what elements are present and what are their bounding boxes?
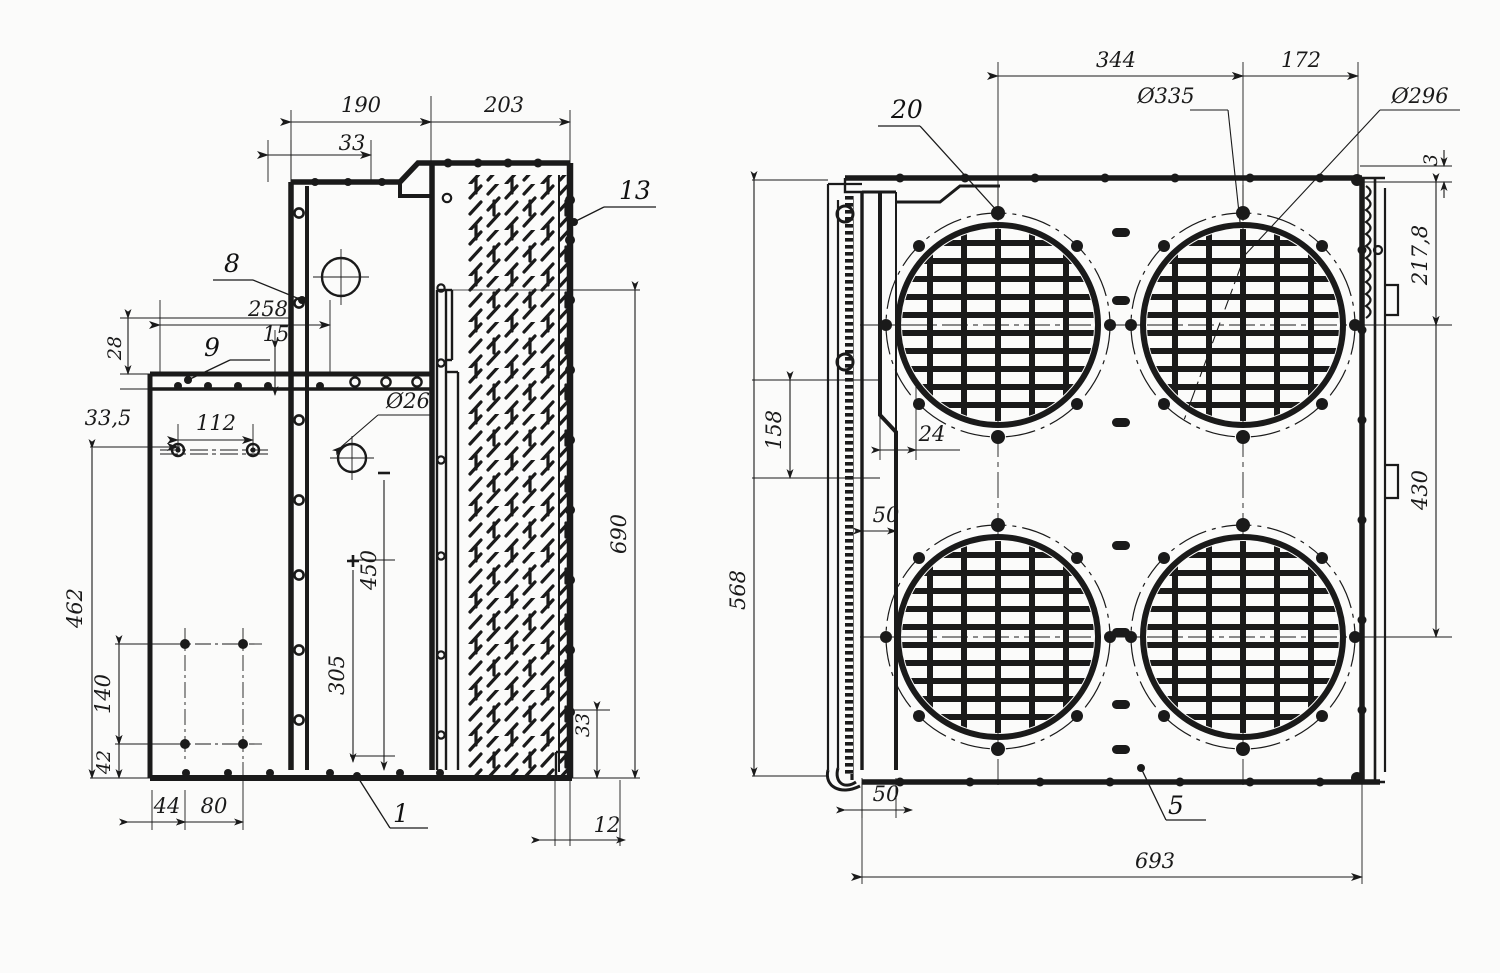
- dim-190-label: 190: [341, 93, 381, 117]
- right-front-view: 344 172 3 217,8 430 158 568 24: [726, 48, 1460, 884]
- dim-dia26-label: Ø26: [385, 389, 430, 413]
- dim-24-label: 24: [918, 422, 946, 446]
- left-hole-dia26: [330, 414, 430, 480]
- left-panel-holes: [441, 192, 453, 204]
- right-frame-rivets: [895, 173, 1367, 787]
- dim-693-label: 693: [1135, 849, 1175, 873]
- dim-140-label: 140: [91, 674, 115, 714]
- left-side-view: 190 203 33 258 15 28 33,5 112 462: [63, 93, 656, 846]
- dim-80-label: 80: [201, 794, 228, 818]
- left-upper-bracket: [288, 160, 435, 770]
- left-rail-holes: [293, 207, 305, 726]
- dim-305-450: [347, 471, 390, 771]
- dim-190-203: [257, 118, 571, 159]
- left-inner-strips: [435, 288, 460, 770]
- balloon-1-label: 1: [393, 799, 409, 828]
- right-side-coil-fins: [1364, 185, 1384, 319]
- left-bolt-pattern: [168, 628, 262, 760]
- dim-305-label: 305: [325, 655, 349, 695]
- right-balloons: 20 5 Ø335 Ø296: [878, 84, 1460, 821]
- dim-450-label: 450: [357, 550, 381, 591]
- dim-33-5-112: [100, 436, 254, 451]
- left-round-hole-upper: [313, 249, 369, 305]
- dim-203-label: 203: [483, 93, 524, 117]
- balloon-20-label: 20: [890, 95, 923, 124]
- balloon-8-label: 8: [224, 249, 240, 278]
- dim-33-top-label: 33: [339, 131, 366, 155]
- fan-bottom-left: [880, 518, 1116, 756]
- dim-50-lower-label: 50: [873, 782, 900, 806]
- dim-dia335-label: Ø335: [1136, 84, 1194, 108]
- left-balloons: 13 8 9 1: [184, 176, 656, 829]
- left-right-wall: [432, 160, 574, 778]
- dim-344-label: 344: [1096, 48, 1136, 72]
- dim-568-label: 568: [726, 570, 750, 610]
- dim-430-label: 430: [1408, 470, 1432, 511]
- balloon-5-label: 5: [1168, 791, 1184, 820]
- left-strip-holes: [436, 283, 446, 740]
- left-louvre-panel: [466, 175, 570, 775]
- dim-33-bottom-label: 33: [572, 713, 594, 737]
- dim-217-8-label: 217,8: [1408, 225, 1432, 286]
- dim-15-label: 15: [263, 322, 290, 346]
- dim-3-2178-430: [1432, 150, 1448, 638]
- right-coil-eyelets: [835, 204, 855, 372]
- left-shelf-rivets: [174, 382, 324, 390]
- dim-3-label: 3: [1420, 154, 1442, 166]
- dim-12-label: 12: [594, 813, 621, 837]
- dim-690: [593, 281, 639, 779]
- dim-462-label: 462: [63, 588, 87, 629]
- dim-50-pair: [836, 527, 913, 814]
- dim-258-label: 258: [247, 297, 288, 321]
- dim-112-label: 112: [196, 411, 236, 435]
- dim-172-label: 172: [1281, 48, 1321, 72]
- balloon-13-label: 13: [619, 176, 651, 205]
- right-left-coil: [825, 182, 864, 792]
- dim-690-label: 690: [607, 514, 631, 554]
- dim-158-label: 158: [762, 410, 786, 450]
- fan-bottom-right: [1125, 518, 1361, 756]
- dim-28-label: 28: [104, 336, 126, 361]
- dim-dia296-label: Ø296: [1390, 84, 1448, 108]
- left-shelf-holes: [349, 376, 423, 388]
- dim-158-568: [750, 171, 794, 777]
- left-bolt-pair-112: [160, 442, 272, 458]
- dim-42-label: 42: [93, 750, 115, 775]
- dim-44-label: 44: [153, 794, 181, 818]
- right-centre-slots: [1112, 228, 1130, 754]
- balloon-9-label: 9: [204, 333, 220, 362]
- left-center-reflines: [152, 289, 636, 375]
- dim-33-5-label: 33,5: [85, 406, 132, 430]
- left-right-wall-rivets: [565, 195, 575, 717]
